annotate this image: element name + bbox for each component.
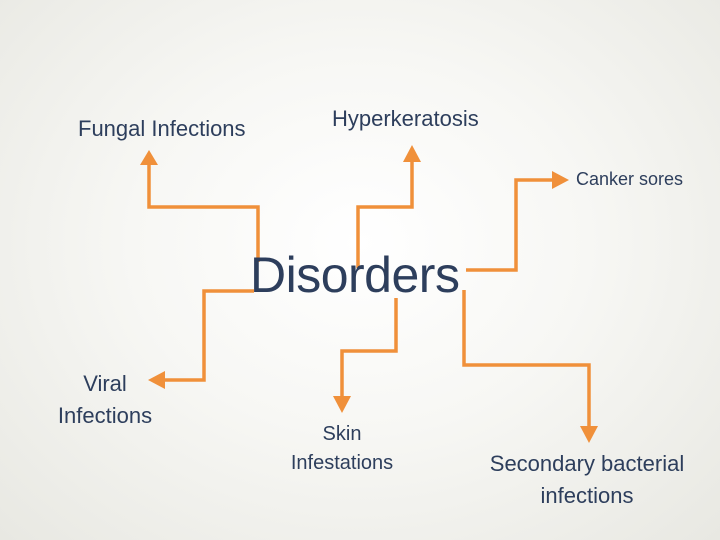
arrow-to-secondary-bacterial-infections	[462, 290, 591, 428]
node-label-line-1: Secondary bacterial	[489, 451, 685, 476]
node-canker-sores: Canker sores	[576, 169, 683, 190]
arrow-to-fungal-infections	[147, 162, 260, 262]
node-label-line-2: Infestations	[290, 452, 394, 474]
arrowhead-hyperkeratosis	[403, 145, 421, 162]
arrowhead-fungal	[140, 150, 158, 165]
node-label-line-2: Infections	[57, 403, 153, 428]
node-label-line-1: Viral	[83, 371, 127, 396]
node-label-line-2: infections	[540, 483, 634, 508]
node-label: Hyperkeratosis	[332, 106, 479, 131]
node-secondary-bacterial-infections: Secondary bacterial infections	[474, 448, 700, 512]
arrow-to-canker-sores	[466, 178, 556, 272]
arrowhead-viral	[148, 371, 165, 389]
arrowhead-canker	[552, 171, 569, 189]
center-node-disorders: Disorders	[250, 247, 460, 303]
node-viral-infections: Viral Infections	[50, 368, 160, 432]
arrow-to-viral-infections	[165, 289, 254, 382]
arrow-to-skin-infestations	[340, 298, 398, 398]
arrowhead-secondary	[580, 426, 598, 443]
node-label: Fungal Infections	[78, 116, 246, 141]
node-label: Canker sores	[576, 169, 684, 189]
arrowhead-skin	[333, 396, 351, 413]
node-fungal-infections: Fungal Infections	[78, 116, 246, 142]
node-hyperkeratosis: Hyperkeratosis	[332, 106, 479, 132]
arrow-to-hyperkeratosis	[356, 160, 414, 268]
node-skin-infestations: Skin Infestations	[282, 420, 402, 478]
node-label-line-1: Skin	[322, 423, 362, 445]
